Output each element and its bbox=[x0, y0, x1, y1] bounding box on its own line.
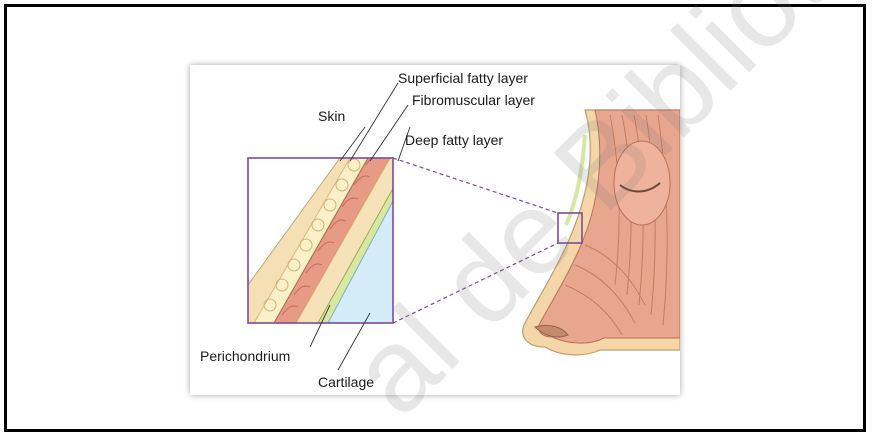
label-superficial-fatty-layer: Superficial fatty layer bbox=[398, 70, 528, 86]
anatomy-diagram: Superficial fatty layer Fibromuscular la… bbox=[190, 65, 680, 395]
layer-inset bbox=[248, 156, 430, 323]
label-skin: Skin bbox=[318, 108, 345, 124]
label-perichondrium: Perichondrium bbox=[200, 348, 290, 364]
nasal-anatomy-figure: Superficial fatty layer Fibromuscular la… bbox=[190, 65, 680, 395]
label-deep-fatty-layer: Deep fatty layer bbox=[405, 132, 503, 148]
label-cartilage: Cartilage bbox=[318, 374, 374, 390]
nose-illustration bbox=[523, 110, 680, 355]
connector-top bbox=[393, 158, 558, 213]
label-fibromuscular-layer: Fibromuscular layer bbox=[412, 92, 535, 108]
